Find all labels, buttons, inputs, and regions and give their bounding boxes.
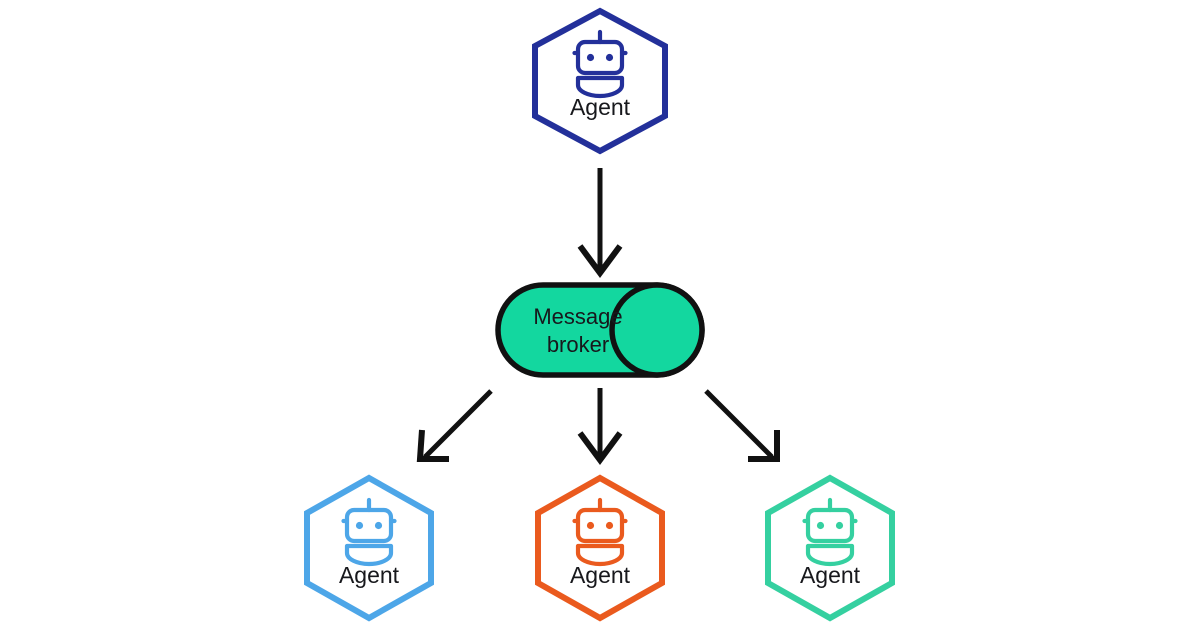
robot-icon <box>572 497 628 567</box>
agent-subscriber-3-node[interactable]: Agent <box>765 474 895 622</box>
robot-icon <box>341 497 397 567</box>
arrow-broker-to-subscriber-1 <box>416 389 493 462</box>
agent-subscriber-1-node[interactable]: Agent <box>304 474 434 622</box>
arrow-broker-to-subscriber-3 <box>704 389 780 462</box>
message-broker-node[interactable]: Message broker <box>495 282 705 378</box>
arrow-head <box>748 430 780 462</box>
agent-publisher-label: Agent <box>570 94 631 120</box>
agent-subscriber-3-label: Agent <box>800 562 861 588</box>
agent-subscriber-2-label: Agent <box>570 562 631 588</box>
arrow-head <box>577 431 623 466</box>
cylinder-cap <box>609 282 705 378</box>
agent-publisher-node[interactable]: Agent <box>532 7 668 155</box>
message-broker-label-line-2: broker <box>547 332 609 357</box>
agent-subscriber-2-node[interactable]: Agent <box>535 474 665 622</box>
robot-icon <box>802 497 858 567</box>
arrow-shaft <box>704 389 774 459</box>
agent-subscriber-1-label: Agent <box>339 562 400 588</box>
arrow-publisher-to-broker <box>577 168 623 279</box>
message-broker-label-line-1: Message <box>533 304 622 329</box>
robot-icon <box>572 29 628 99</box>
arrow-head <box>577 244 623 279</box>
arrow-broker-to-subscriber-2 <box>577 388 623 466</box>
arrow-shaft <box>423 389 493 459</box>
arrow-head <box>416 429 449 462</box>
connector-group <box>416 168 780 466</box>
hexagon-shape <box>532 7 668 155</box>
